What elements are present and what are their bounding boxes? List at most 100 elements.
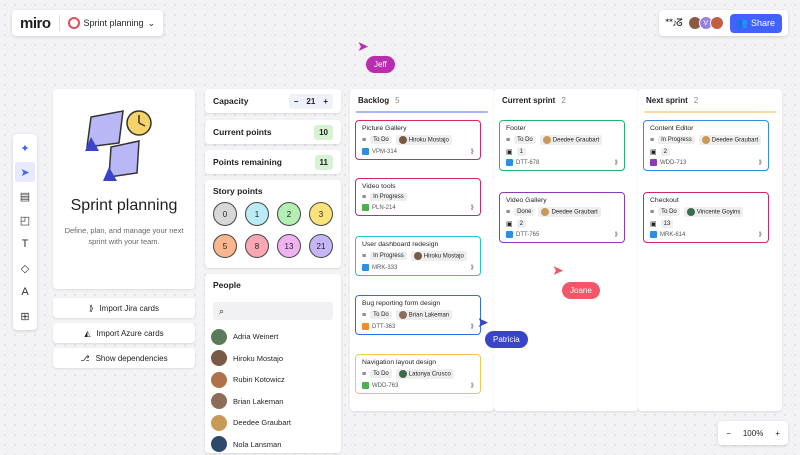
task-icon <box>506 231 513 238</box>
card-key[interactable]: WDD-713 <box>660 160 686 166</box>
capacity-stepper[interactable]: − 21 + <box>289 94 333 109</box>
miro-logo[interactable]: miro <box>20 15 51 32</box>
zoom-level[interactable]: 100% <box>743 429 763 438</box>
points-tag[interactable]: 2 <box>661 148 670 156</box>
card-key[interactable]: MRK-614 <box>660 232 685 238</box>
person-item[interactable]: Adria Weinert <box>205 326 341 348</box>
description-icon: ≡ <box>650 209 654 216</box>
description-icon: ≡ <box>362 137 366 144</box>
status-tag[interactable]: Done <box>514 208 534 216</box>
card-title: Navigation layout design <box>362 359 474 366</box>
select-tool-icon[interactable]: ➤ <box>15 162 35 182</box>
reactions-icon[interactable]: ᕯ♪ᘔ <box>665 18 682 29</box>
jira-icon: ⟫ <box>89 304 93 313</box>
story-point-2[interactable]: 2 <box>277 202 301 226</box>
points-tag[interactable]: 2 <box>517 220 526 228</box>
column-divider <box>356 111 488 113</box>
card-key[interactable]: PLN-214 <box>372 205 396 211</box>
sticky-note-icon[interactable]: ◰ <box>15 210 35 230</box>
assignee-tag[interactable]: Hiroku Mostajo <box>411 251 467 261</box>
story-point-21[interactable]: 21 <box>309 234 333 258</box>
jira-icon: ⟫ <box>615 231 618 238</box>
avatar <box>687 208 695 216</box>
person-item[interactable]: Nola Lansman <box>205 434 341 455</box>
assignee-tag[interactable]: Latonya Crusco <box>396 369 454 379</box>
minus-icon[interactable]: − <box>294 97 299 106</box>
assignee-tag[interactable]: Vincente Goyins <box>684 207 744 217</box>
story-icon <box>362 204 369 211</box>
cursor-label-joane: Joane <box>562 282 600 299</box>
pen-icon[interactable]: A <box>15 282 35 302</box>
person-item[interactable]: Rubin Kotowicz <box>205 369 341 391</box>
card[interactable]: Content Editor ≡ In Progress Deedee Grauba… <box>643 120 769 171</box>
story-point-13[interactable]: 13 <box>277 234 301 258</box>
story-point-3[interactable]: 3 <box>309 202 333 226</box>
card[interactable]: Video tools ≡In Progress PLN-214⟫ <box>355 178 481 216</box>
status-tag[interactable]: To Do <box>370 136 392 144</box>
story-point-5[interactable]: 5 <box>213 234 237 258</box>
assignee-tag[interactable]: Deedee Graubart <box>538 207 600 217</box>
text-tool-icon[interactable]: T <box>15 234 35 254</box>
assignee-tag[interactable]: Deedee Graubart <box>540 135 602 145</box>
board-menu[interactable]: Sprint planning ⌄ <box>68 17 156 29</box>
share-button[interactable]: 👥 Share <box>730 14 782 33</box>
status-tag[interactable]: To Do <box>370 311 392 319</box>
card-key[interactable]: DTT-363 <box>372 324 395 330</box>
story-point-8[interactable]: 8 <box>245 234 269 258</box>
board-icon <box>68 17 80 29</box>
card-title: Content Editor <box>650 125 762 132</box>
card-key[interactable]: WDD-763 <box>372 383 398 389</box>
card-key[interactable]: DTT-678 <box>516 160 539 166</box>
people-search-input[interactable]: ⌕ <box>213 302 333 320</box>
person-name: Adria Weinert <box>233 332 278 341</box>
card[interactable]: Picture Gallery ≡ To Do Hiroku Mostajo VPM… <box>355 120 481 160</box>
avatar[interactable] <box>710 16 724 30</box>
assignee-tag[interactable]: Deedee Graubart <box>699 135 761 145</box>
story-point-0[interactable]: 0 <box>213 202 237 226</box>
avatar <box>211 436 227 452</box>
points-tag[interactable]: 13 <box>661 220 674 228</box>
story-points-icon: ▣ <box>506 220 513 228</box>
status-tag[interactable]: To Do <box>658 208 680 216</box>
column-count: 2 <box>561 96 565 105</box>
status-tag[interactable]: In Progress <box>370 252 407 260</box>
jira-icon: ⟫ <box>759 159 762 166</box>
template-icon[interactable]: ▤ <box>15 186 35 206</box>
status-tag[interactable]: In Progress <box>370 193 407 201</box>
status-tag[interactable]: To Do <box>514 136 536 144</box>
status-tag[interactable]: To Do <box>370 370 392 378</box>
card-title: User dashboard redesign <box>362 241 474 248</box>
person-item[interactable]: Brian Lakeman <box>205 391 341 413</box>
sparkle-icon[interactable]: ✦ <box>15 138 35 158</box>
avatar <box>702 136 710 144</box>
card-key[interactable]: MRK-333 <box>372 265 397 271</box>
person-item[interactable]: Deedee Graubart <box>205 412 341 434</box>
status-tag[interactable]: In Progress <box>658 136 695 144</box>
shapes-icon[interactable]: ◇ <box>15 258 35 278</box>
person-item[interactable]: Hiroku Mostajo <box>205 348 341 370</box>
story-point-1[interactable]: 1 <box>245 202 269 226</box>
card-key[interactable]: VPM-314 <box>372 149 397 155</box>
zoom-out-button[interactable]: − <box>726 429 731 438</box>
add-icon[interactable]: ⊞ <box>15 306 35 326</box>
assignee-tag[interactable]: Brian Lakeman <box>396 310 452 320</box>
card-title: Picture Gallery <box>362 125 474 132</box>
avatar <box>211 329 227 345</box>
avatar <box>211 350 227 366</box>
assignee-tag[interactable]: Hiroku Mostajo <box>396 135 452 145</box>
description-icon: ≡ <box>650 137 654 144</box>
card-key[interactable]: DTT-765 <box>516 232 539 238</box>
plus-icon[interactable]: + <box>323 97 328 106</box>
show-dependencies-button[interactable]: ⎇Show dependencies <box>53 348 195 368</box>
points-tag[interactable]: 1 <box>517 148 526 156</box>
story-points-icon: ▣ <box>506 148 513 156</box>
zoom-in-button[interactable]: + <box>775 429 780 438</box>
import-jira-button[interactable]: ⟫Import Jira cards <box>53 298 195 318</box>
import-azure-button[interactable]: ◭Import Azure cards <box>53 323 195 343</box>
